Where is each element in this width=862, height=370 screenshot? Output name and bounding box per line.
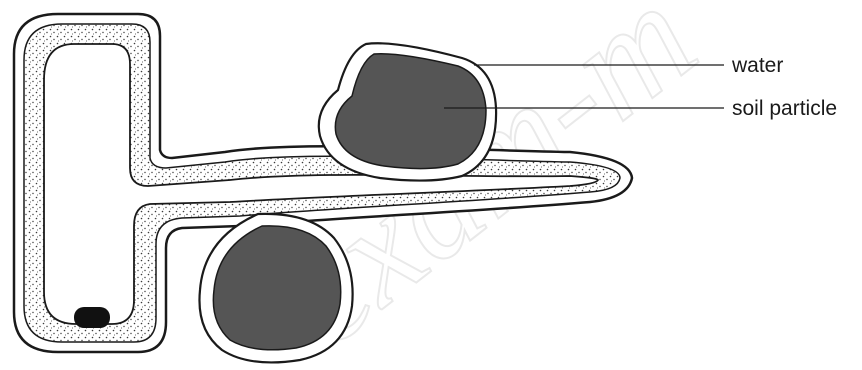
- soil-particle-label: soil particle: [732, 97, 837, 120]
- nucleus: [74, 307, 110, 328]
- water-label: water: [731, 54, 783, 77]
